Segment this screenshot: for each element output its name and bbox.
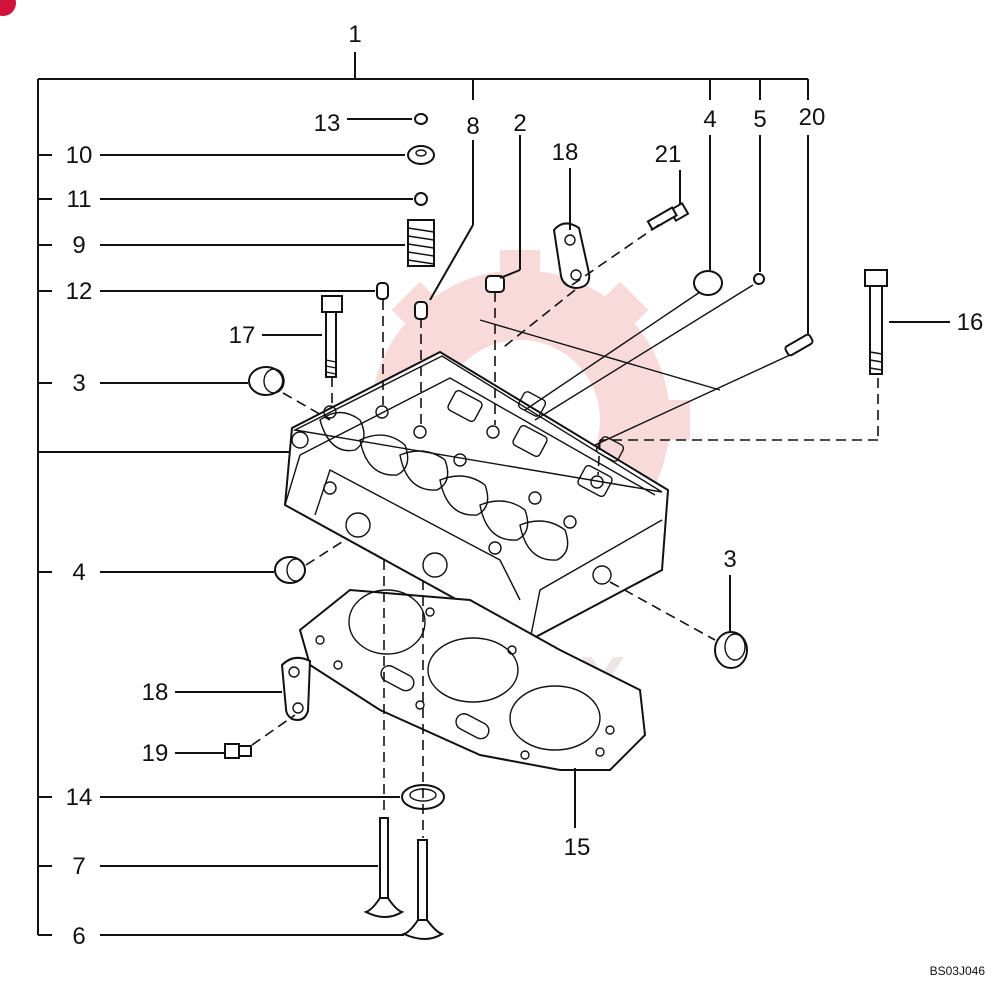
hanger-bolt-top [646, 201, 690, 231]
head-bolt-long [864, 269, 888, 375]
reference-code: BS03J046 [930, 964, 986, 978]
callout-18-left: 18 [142, 679, 169, 706]
corner-badge [0, 0, 16, 16]
callout-12: 12 [66, 278, 93, 305]
callout-13: 13 [314, 110, 341, 137]
callout-14: 14 [66, 784, 93, 811]
callout-2: 2 [513, 110, 526, 137]
valve-guide-short [414, 301, 428, 320]
callout-3-left: 3 [72, 370, 85, 397]
steel-ball [753, 273, 765, 285]
callout-1: 1 [348, 21, 361, 48]
callout-8: 8 [466, 113, 479, 140]
callout-4-left: 4 [72, 559, 85, 586]
callout-6: 6 [72, 923, 85, 950]
callout-10: 10 [66, 142, 93, 169]
callout-7: 7 [72, 853, 85, 880]
plug-top [693, 270, 723, 296]
callout-18-top: 18 [552, 139, 579, 166]
cylinder-head-body [283, 350, 670, 642]
spring-retainer [407, 145, 435, 165]
callout-19: 19 [142, 740, 169, 767]
exhaust-valve [401, 839, 445, 940]
cap-lower-left [274, 556, 306, 584]
callout-5: 5 [753, 106, 766, 133]
valve-spring [407, 219, 435, 267]
valve-guide [376, 282, 389, 300]
assembly-bracket [37, 52, 809, 935]
head-bolt-short [321, 295, 343, 378]
assembly-dashed-lines [251, 223, 879, 838]
valve-cotter [414, 113, 428, 125]
callout-labels: 1 2 3 3 4 4 5 6 7 8 9 10 11 12 13 14 15 … [66, 21, 984, 950]
callout-21: 21 [655, 141, 682, 168]
leader-lines [38, 79, 950, 936]
callout-20: 20 [799, 104, 826, 131]
valve-stem-seal [414, 192, 428, 206]
callout-11: 11 [67, 186, 92, 213]
dowel-pin [784, 333, 814, 357]
expansion-plug-left [248, 366, 285, 396]
callout-9: 9 [72, 232, 85, 259]
callout-4-top: 4 [703, 106, 716, 133]
callout-16: 16 [957, 309, 984, 336]
callout-17: 17 [229, 322, 256, 349]
callout-15: 15 [564, 834, 591, 861]
callout-3-right: 3 [723, 546, 736, 573]
expansion-plug-right [714, 631, 748, 669]
intake-valve [363, 817, 405, 918]
head-gasket [298, 588, 647, 771]
hanger-bolt-bottom [224, 743, 252, 759]
